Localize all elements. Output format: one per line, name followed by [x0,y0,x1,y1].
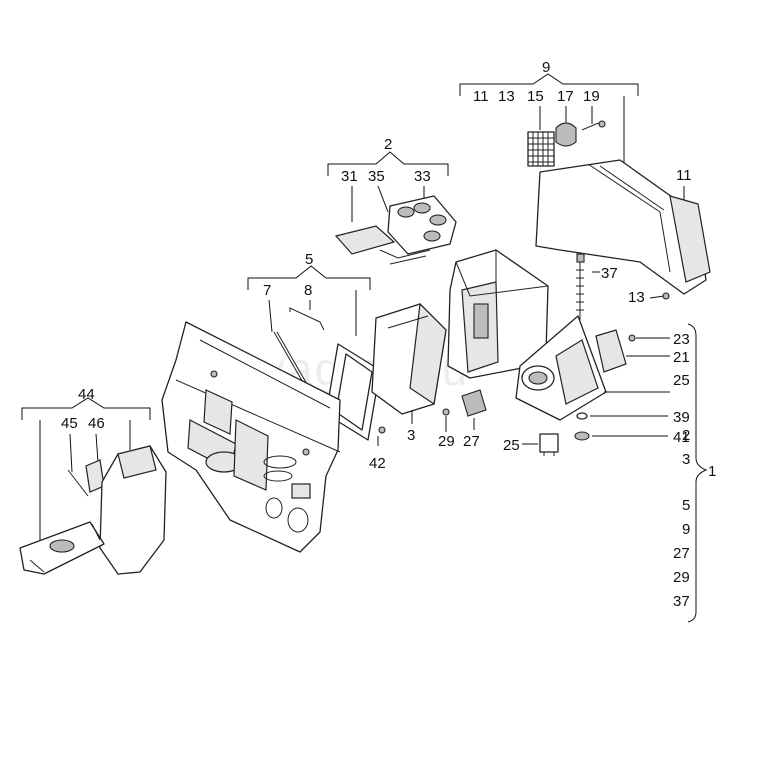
main-panel-part [161,321,341,553]
callout-33: 33 [414,168,431,185]
wire-8-part [289,307,325,331]
callout-3: 3 [407,427,415,444]
callout-27: 27 [463,433,480,450]
cupholder-part [387,195,457,255]
callout-13b: 13 [628,289,645,306]
pin-45-part [67,469,89,497]
center-console-part [447,249,549,379]
assembly-item: 9 [682,521,690,538]
callout-2: 2 [384,136,392,153]
washer-41 [574,431,590,441]
callout-23: 23 [673,331,690,348]
callout-29: 29 [438,433,455,450]
assembly-item: 2 [682,427,690,444]
callout-11: 11 [473,88,489,105]
callout-45: 45 [61,415,78,432]
mat-part [334,225,396,255]
callout-21: 21 [673,349,690,366]
callout-8: 8 [304,282,312,299]
callout-15: 15 [527,88,544,105]
relay-25-part [539,433,559,456]
screw-13 [662,292,670,300]
washer-39 [576,412,588,420]
assembly-item: 5 [682,497,690,514]
callout-46: 46 [88,415,105,432]
clip-part [555,122,577,147]
grille-part [527,131,555,167]
callout-37: 37 [601,265,618,282]
callout-41: 41 [673,429,690,446]
callout-39: 39 [673,409,690,426]
callout-11b: 11 [676,167,692,184]
assembly-list: 1 2 3 5 9 27 29 37 [673,323,716,623]
callout-19: 19 [583,88,600,105]
callout-5: 5 [305,251,313,268]
assembly-item: 29 [673,569,690,586]
bolt-37-part [576,253,585,320]
assembly-label: 1 [708,463,716,480]
rear-tray-part [515,315,607,421]
callout-25b: 25 [503,437,520,454]
screw-head [598,120,606,128]
assembly-item: 27 [673,545,690,562]
callout-25a: 25 [673,372,690,389]
callout-13: 13 [498,88,515,105]
assembly-item: 37 [673,593,690,610]
callout-31: 31 [341,168,358,185]
group-2-callout: 2 31 35 33 [327,136,449,222]
callout-44: 44 [78,386,95,403]
bracket-part [379,249,431,265]
callout-35: 35 [368,168,385,185]
storage-box-3-part [371,302,447,415]
cover-panel-part [535,159,711,295]
callout-42: 42 [369,455,386,472]
screw-23 [628,334,636,342]
armrest-part [19,445,167,575]
screw-42 [378,426,386,434]
group-9-callout: 9 11 13 15 17 19 [459,59,639,178]
group-5-callout: 5 7 8 [247,251,371,336]
callout-7: 7 [263,282,271,299]
group-44-callout: 44 45 46 [21,386,151,560]
callout-17: 17 [557,88,574,105]
assembly-item: 3 [682,451,690,468]
screw-29 [442,408,450,416]
switch-27-part [461,389,487,417]
bezel-21-part [595,329,627,373]
callout-9: 9 [542,59,550,76]
